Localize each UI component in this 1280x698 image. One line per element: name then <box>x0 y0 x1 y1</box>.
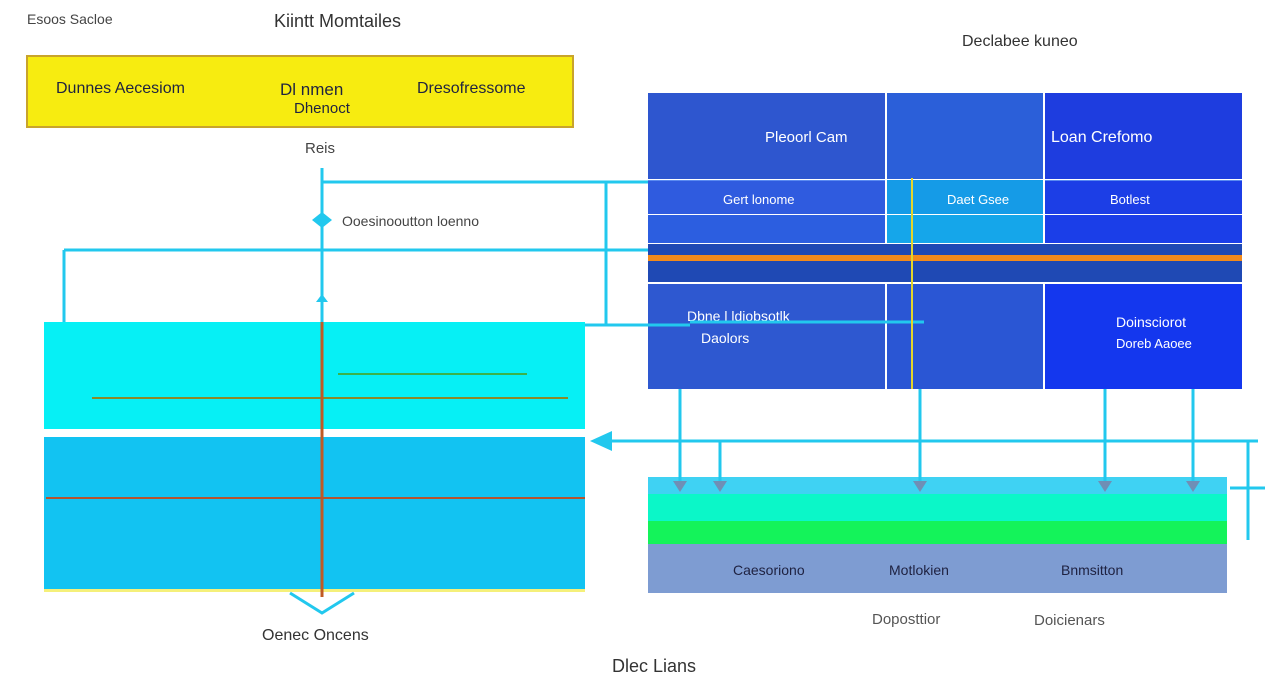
grid-cell-r1-right <box>1045 93 1242 179</box>
grid-cell-r1-middle <box>887 93 1043 179</box>
bar-mint-strip <box>648 494 1227 521</box>
grid-cell-r2-right <box>1045 180 1242 214</box>
grid-r2-middle-label: Daet Gsee <box>947 192 1010 207</box>
grid-cell-r1-left <box>648 93 885 179</box>
grid-r1-left-label: Pleoorl Cam <box>765 129 848 146</box>
sky-block-edge <box>44 589 585 592</box>
grid-cell-r4-right <box>1045 284 1242 389</box>
diagram-title: Kiintt Momtailes <box>274 11 402 31</box>
bar-slate-strip <box>648 544 1227 593</box>
arrow-head-2 <box>713 481 727 492</box>
bar-label-2: Motlokien <box>889 562 949 578</box>
grid-r1-right-label: Loan Crefomo <box>1051 129 1153 146</box>
arrow-head-5 <box>1186 481 1200 492</box>
yellow-bar-center-sublabel: Dhenoct <box>294 100 350 117</box>
bar-green-strip <box>648 521 1227 544</box>
grid-cell-r3-right <box>1045 215 1242 243</box>
grid-cell-r4-left <box>648 284 885 389</box>
rels-label: Reis <box>305 140 336 157</box>
orange-divider-line <box>648 255 1242 261</box>
grid-r2-right-label: Botlest <box>1110 192 1150 207</box>
grid-r4-left-label: Dbne l ldiobsotlk <box>687 308 790 324</box>
right-section-title: Declabee kuneo <box>962 33 1078 50</box>
below-bar-label-2: Doicienars <box>1034 612 1105 629</box>
grid-r4-left-sublabel: Daolors <box>701 330 750 346</box>
below-bar-label-1: Doposttior <box>872 611 941 628</box>
sky-blue-block <box>44 437 585 589</box>
bar-top-strip <box>648 477 1227 494</box>
annotation-label: Ooesinooutton loenno <box>342 213 479 229</box>
bottom-center-label: Dlec Lians <box>612 656 697 676</box>
arrow-head-1 <box>673 481 687 492</box>
yellow-bar-left-label: Dunnes Aecesiom <box>56 80 185 97</box>
top-left-label: Esoos Sacloe <box>27 11 113 27</box>
arrow-head-4 <box>1098 481 1112 492</box>
return-arrow-head <box>590 431 612 451</box>
bar-label-3: Bnmsitton <box>1061 562 1124 578</box>
bottom-left-label: Oenec Oncens <box>262 627 369 644</box>
yellow-header-bar <box>26 55 574 128</box>
diamond-marker <box>312 212 332 228</box>
grid-r4-right-label: Doinsciorot <box>1116 314 1187 330</box>
grid-r4-right-sublabel: Doreb Aaoee <box>1116 336 1192 351</box>
yellow-bar-right-label: Dresofressome <box>417 80 526 97</box>
grid-cell-r2-left <box>648 180 885 214</box>
yellow-bar-center-label: Dl nmen <box>280 80 344 99</box>
up-arrow-marker <box>316 294 328 302</box>
bottom-chevron-marker <box>289 591 355 615</box>
grid-cell-r3-left <box>648 215 885 243</box>
grid-band-row <box>648 244 1242 282</box>
grid-r2-left-label: Gert lonome <box>723 192 795 207</box>
arrow-head-3 <box>913 481 927 492</box>
cyan-block <box>44 322 585 429</box>
bar-label-1: Caesoriono <box>733 562 805 578</box>
